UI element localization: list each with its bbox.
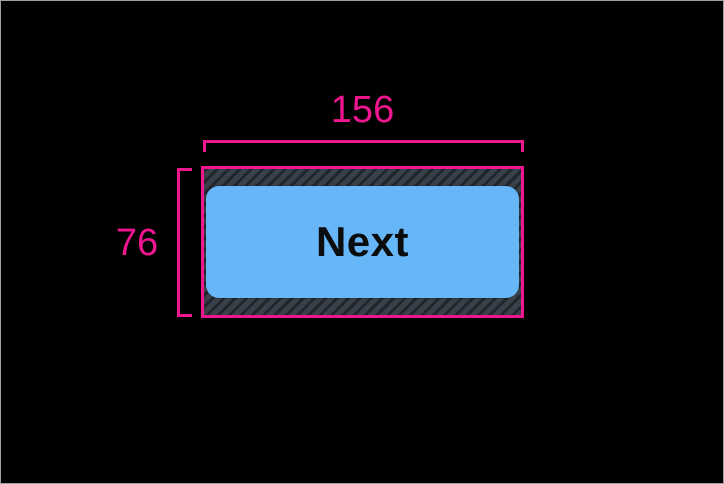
touch-target-overlay: Next (201, 166, 524, 318)
width-dimension-line (203, 140, 524, 152)
width-dimension-label: 156 (330, 89, 395, 131)
next-button-label: Next (315, 218, 410, 265)
height-dimension-label: 76 (115, 222, 159, 264)
height-dimension-bracket (177, 168, 192, 317)
next-button[interactable]: Next (206, 186, 519, 298)
